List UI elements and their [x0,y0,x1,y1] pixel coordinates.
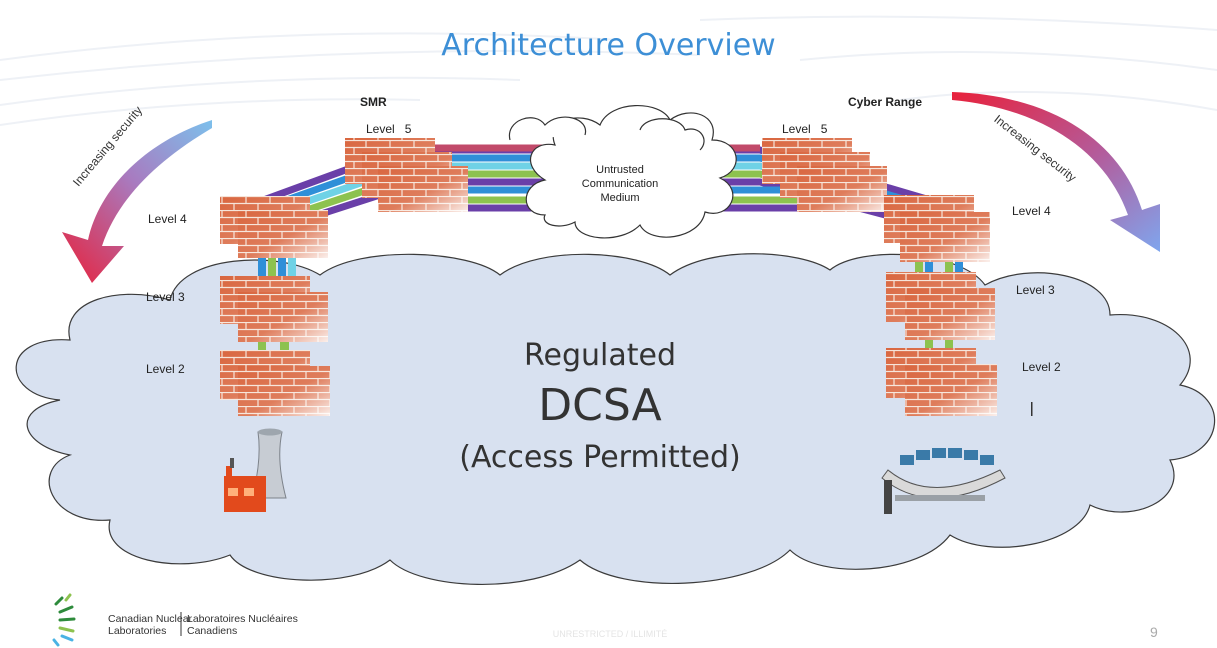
right-level3-firewall [886,272,995,340]
left-firewall-stack [220,138,468,416]
slide-title: Architecture Overview [441,28,776,63]
untrusted-medium-text: Untrusted Communication Medium [555,163,685,205]
right-security-arrow [952,92,1160,252]
dcsa-line3: (Access Permitted) [459,440,741,475]
right-level4-firewall [884,195,990,262]
page-number: 9 [1150,624,1158,640]
untrusted-cloud-puff-right [639,118,705,151]
right-firewall-stack [762,138,997,416]
left-level2-firewall [220,350,330,416]
control-room-icon [881,448,1006,514]
left-stack-name: SMR [360,95,387,109]
untrusted-cloud-puff-left [508,116,587,141]
right-level5-label: Level 5 [782,122,828,136]
right-level2-label: Level 2 [1022,360,1061,374]
left-level3-firewall [220,276,328,342]
vertical-links-left [258,255,296,363]
cnl-logo-icon [52,593,76,647]
left-level4-firewall [220,196,328,258]
right-level4-label: Level 4 [1012,204,1051,218]
untrusted-line1: Untrusted [596,164,644,176]
nuclear-plant-icon [224,428,287,512]
footer-org-fr: Laboratoires Nucléaires Canadiens [187,613,298,637]
background-streaks [0,15,1217,126]
right-level3-label: Level 3 [1016,283,1055,297]
untrusted-line2: Communication [581,178,659,190]
left-security-arrow [62,120,212,283]
left-level3-label: Level 3 [146,290,185,304]
left-level4-label: Level 4 [148,212,187,226]
right-stack-name: Cyber Range [848,95,923,109]
left-level5-label: Level 5 [366,122,412,136]
untrusted-line3: Medium [600,192,640,204]
dcsa-line1: Regulated [524,338,676,373]
footer-org-fr-line2: Canadiens [187,625,238,637]
right-level2-firewall [886,348,997,416]
left-level5-firewall [345,138,468,212]
left-level2-label: Level 2 [146,362,185,376]
footer-org-en-line1: Canadian Nuclear [108,613,193,625]
tick-mark [1031,402,1033,416]
classification-label: UNRESTRICTED / ILLIMITÉ [552,629,668,639]
footer-org-en: Canadian Nuclear Laboratories [108,613,192,637]
footer-org-fr-line1: Laboratoires Nucléaires [187,613,298,625]
footer-org-en-line2: Laboratories [108,625,167,637]
right-level5-firewall [762,138,887,212]
dcsa-line2: DCSA [538,380,662,431]
